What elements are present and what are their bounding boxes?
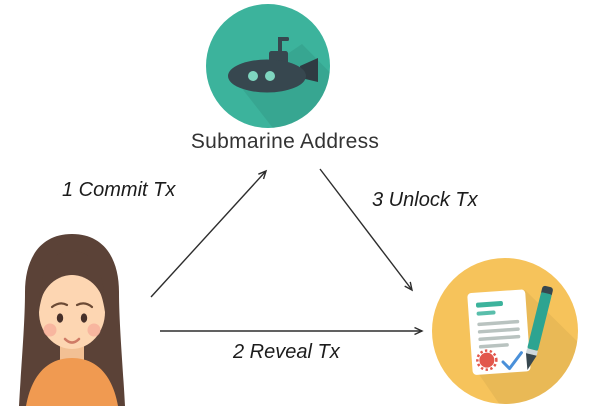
seal-icon — [479, 352, 495, 368]
signed-document-icon — [467, 289, 531, 375]
face — [39, 275, 105, 349]
commit-tx-label: 1 Commit Tx — [62, 179, 176, 201]
mouth — [63, 337, 81, 344]
submarine-icon — [228, 37, 318, 93]
reveal-tx-label: 2 Reveal Tx — [233, 341, 340, 363]
bangs — [39, 251, 105, 312]
eyebrow-right — [75, 302, 94, 309]
blush-left — [43, 323, 57, 337]
unlock-arrow — [319, 168, 414, 292]
woman-avatar — [19, 234, 125, 406]
eye-right — [80, 313, 88, 323]
unlock-tx-label: 3 Unlock Tx — [372, 189, 478, 211]
eyebrow-left — [50, 302, 69, 309]
eye-left — [56, 313, 64, 323]
signature-icon — [501, 351, 523, 371]
shirt — [26, 358, 118, 406]
submarine-address-label: Submarine Address — [190, 130, 380, 153]
blush-right — [87, 323, 101, 337]
porthole-icon — [248, 71, 258, 81]
pen-icon — [525, 285, 553, 370]
submarine-node — [206, 4, 330, 128]
porthole-icon — [265, 71, 275, 81]
contract-node — [432, 258, 578, 404]
